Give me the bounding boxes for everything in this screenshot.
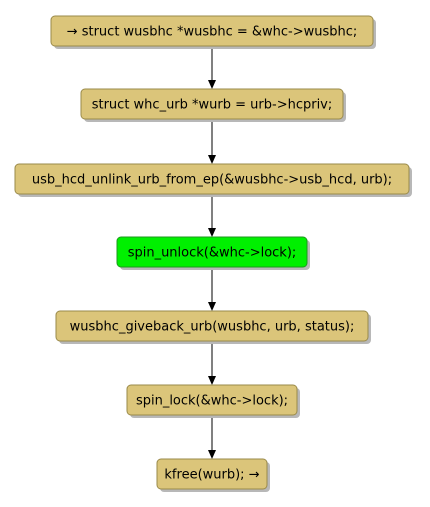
- node-label: struct whc_urb *wurb = urb->hcpriv;: [92, 98, 333, 113]
- arrowhead-icon: [208, 80, 216, 89]
- arrowhead-icon: [208, 376, 216, 385]
- node-label: kfree(wurb); →: [164, 468, 259, 483]
- arrowhead-icon: [208, 302, 216, 311]
- node-label: spin_lock(&whc->lock);: [136, 394, 288, 409]
- node-spin-unlock: spin_unlock(&whc->lock);: [116, 236, 310, 270]
- node-box: [126, 384, 298, 416]
- node-box: [50, 15, 374, 47]
- node-kfree: kfree(wurb); →: [156, 458, 270, 492]
- node-wurb-assign: struct whc_urb *wurb = urb->hcpriv;: [80, 88, 346, 122]
- node-giveback-urb: wusbhc_giveback_urb(wusbhc, urb, status)…: [55, 310, 371, 344]
- edge-arrow-6: [208, 415, 216, 459]
- arrowhead-icon: [208, 450, 216, 459]
- edges-layer: [208, 46, 216, 459]
- edge-arrow-5: [208, 341, 216, 385]
- arrowhead-icon: [208, 228, 216, 237]
- edge-arrow-3: [208, 194, 216, 237]
- node-box: [55, 310, 369, 342]
- arrowhead-icon: [208, 155, 216, 164]
- node-box: [14, 163, 410, 195]
- node-spin-lock: spin_lock(&whc->lock);: [126, 384, 300, 418]
- node-label: wusbhc_giveback_urb(wusbhc, urb, status)…: [70, 320, 355, 335]
- node-label: spin_unlock(&whc->lock);: [128, 246, 297, 261]
- node-label: → struct wusbhc *wusbhc = &whc->wusbhc;: [67, 25, 358, 40]
- node-box: [116, 236, 308, 268]
- node-label: usb_hcd_unlink_urb_from_ep(&wusbhc->usb_…: [32, 173, 392, 188]
- edge-arrow-2: [208, 119, 216, 164]
- nodes-layer: → struct wusbhc *wusbhc = &whc->wusbhc; s…: [14, 15, 412, 492]
- node-unlink-urb: usb_hcd_unlink_urb_from_ep(&wusbhc->usb_…: [14, 163, 412, 197]
- node-box: [80, 88, 344, 120]
- edge-arrow-1: [208, 46, 216, 89]
- node-wusbhc-assign: → struct wusbhc *wusbhc = &whc->wusbhc;: [50, 15, 376, 49]
- edge-arrow-4: [208, 267, 216, 311]
- node-box: [156, 458, 268, 490]
